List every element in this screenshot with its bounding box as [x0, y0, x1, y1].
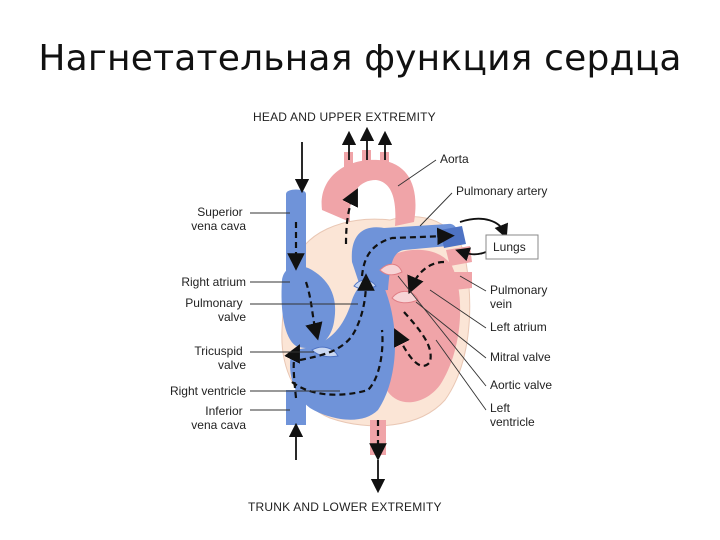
label-pulmonary-artery: Pulmonary artery	[456, 184, 547, 198]
aortic-valve-shape	[379, 263, 403, 276]
label-pulmonary-vein: Pulmonary vein	[490, 283, 551, 311]
label-left-atrium: Left atrium	[490, 320, 547, 334]
label-inferior-vena-cava: Inferior vena cava	[191, 404, 246, 432]
right-ventricle	[290, 278, 396, 420]
leader-aorta	[397, 159, 437, 187]
superior-vena-cava	[286, 189, 306, 272]
aorta-arch	[321, 159, 416, 226]
arrow-to-lungs	[459, 217, 509, 239]
aorta-branch-2	[362, 150, 371, 174]
mitral-valve-shape	[391, 291, 419, 304]
left-atrium-ventricle	[374, 249, 461, 403]
top-caption: HEAD AND UPPER EXTREMITY	[253, 110, 436, 124]
label-pulmonary-valve: Pulmonary valve	[185, 296, 246, 324]
tricuspid-valve-shape	[311, 346, 339, 358]
flow-right-atrium-to-ventricle	[304, 281, 323, 341]
label-left-ventricle: Left ventricle	[490, 401, 535, 429]
leader-left-atrium	[429, 289, 487, 329]
label-right-ventricle: Right ventricle	[170, 384, 246, 398]
flow-aorta-up	[342, 188, 358, 245]
flow-pulmonary-artery	[360, 227, 455, 277]
leader-left-ventricle	[435, 339, 487, 411]
aorta-branch-1	[344, 152, 353, 176]
leader-pulmonary-vein	[459, 275, 487, 292]
leader-mitral-valve	[415, 301, 487, 359]
label-aorta: Aorta	[440, 152, 469, 166]
bottom-caption: TRUNK AND LOWER EXTREMITY	[248, 500, 442, 514]
label-superior-vena-cava: Superior vena cava	[191, 205, 246, 233]
flow-left-atrium	[407, 260, 445, 295]
aorta-branch-3	[380, 152, 389, 176]
slide-title: Нагнетательная функция сердца	[38, 38, 682, 79]
flow-inferior-vena-cava	[284, 344, 300, 399]
pulmonary-vein-lower	[452, 272, 472, 290]
leader-pulmonary-artery	[419, 192, 453, 227]
flow-left-ventricle-loop	[394, 311, 432, 367]
leader-aortic-valve	[397, 275, 487, 387]
arrow-from-lungs	[455, 247, 487, 262]
label-aortic-valve: Aortic valve	[490, 378, 552, 392]
pulmonary-artery	[351, 223, 458, 292]
lungs-box	[485, 234, 539, 260]
label-tricuspid-valve: Tricuspid valve	[194, 344, 246, 372]
label-right-atrium: Right atrium	[181, 275, 246, 289]
label-mitral-valve: Mitral valve	[490, 350, 551, 364]
lungs-label: Lungs	[493, 240, 526, 254]
